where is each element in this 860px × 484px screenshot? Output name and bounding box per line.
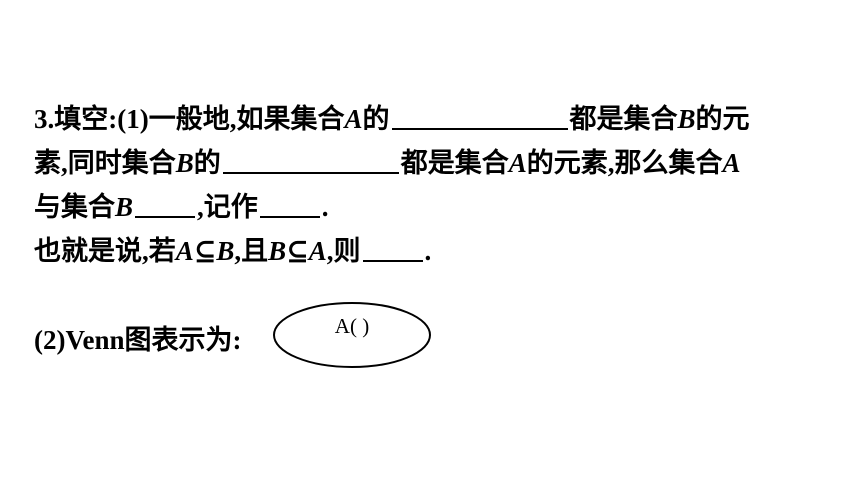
line-3: 与集合B ,记作.: [34, 185, 834, 229]
var-b: B: [115, 192, 134, 222]
line-4: 也就是说,若A⊆B,且B⊆A,则.: [34, 229, 834, 273]
var-a: A: [722, 148, 741, 178]
venn-label: (2)Venn图表示为:: [34, 325, 242, 355]
question-text: 3.填空:(1)一般地,如果集合A的都是集合B的元 素,同时集合B的都是集合A的…: [34, 97, 834, 273]
venn-row: (2)Venn图表示为: A( ): [34, 300, 834, 370]
line-1: 3.填空:(1)一般地,如果集合A的 都是集合B的元: [34, 97, 834, 141]
line-2: 素,同时集合B的都是集合A的元素,那么集合A: [34, 141, 834, 185]
line2-mid: 的: [193, 148, 221, 178]
fill-blank-5[interactable]: [362, 233, 423, 262]
venn-diagram: A( ): [273, 302, 431, 368]
fill-blank-1[interactable]: [391, 101, 568, 130]
line1-mid: 的: [362, 104, 390, 134]
line4-mid: ,且: [234, 236, 269, 266]
line2-suffix: 的元素,那么集合: [526, 148, 723, 178]
venn-ellipse-text: A( ): [335, 314, 369, 338]
var-b: B: [677, 104, 696, 134]
fill-blank-2[interactable]: [222, 145, 399, 174]
line3-prefix: 与集合: [34, 192, 115, 222]
line4-end: .: [424, 236, 432, 266]
venn-ellipse: [273, 302, 431, 368]
line4-then: ,则: [326, 236, 361, 266]
condition-a-subset-b: A⊆B: [175, 236, 235, 266]
line2-prefix: 素,同时集合: [34, 148, 176, 178]
var-a: A: [508, 148, 527, 178]
fill-blank-3[interactable]: [135, 189, 196, 218]
var-a: A: [344, 104, 363, 134]
fill-blank-4[interactable]: [259, 189, 320, 218]
line1-after-blank: 都是集合: [569, 104, 678, 134]
line3-mid: ,记作: [197, 192, 258, 222]
var-b: B: [175, 148, 194, 178]
line3-end: .: [321, 192, 329, 222]
line1-suffix: 的元: [695, 104, 750, 134]
line4-prefix: 也就是说,若: [34, 236, 176, 266]
line1-prefix: 3.填空:(1)一般地,如果集合: [34, 104, 345, 134]
condition-b-subset-a: B⊆A: [268, 236, 327, 266]
line2-after-blank: 都是集合: [400, 148, 509, 178]
